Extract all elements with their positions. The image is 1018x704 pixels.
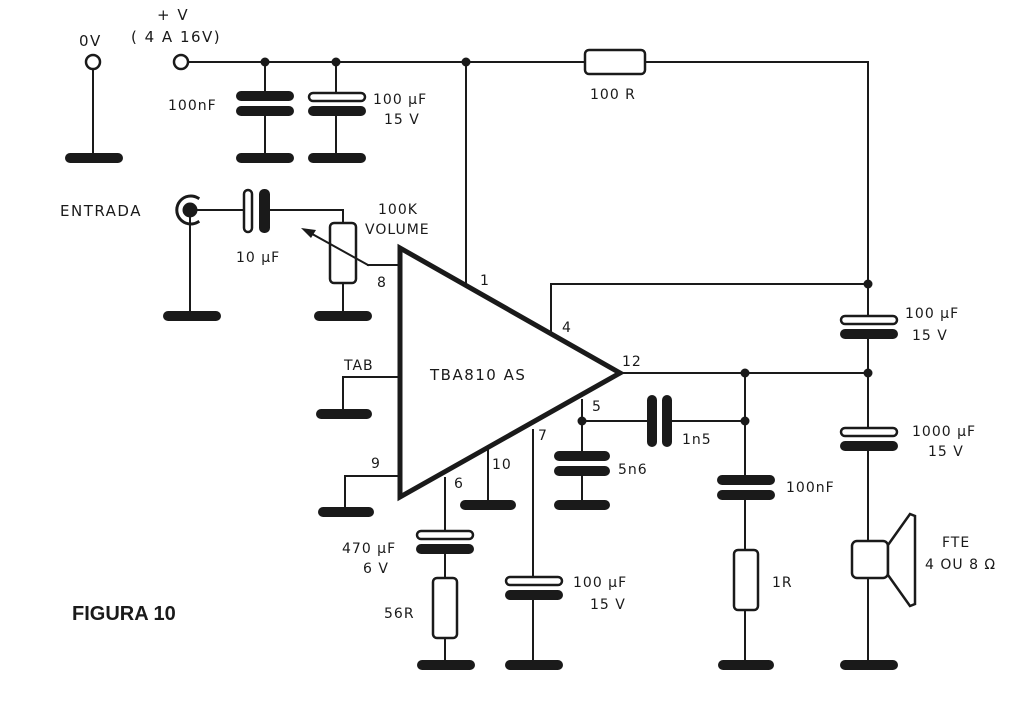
pin5-network	[554, 395, 750, 510]
output-cap-voltage: 15 V	[928, 444, 964, 460]
speaker-icon	[840, 512, 917, 670]
tab-ground	[316, 376, 401, 419]
speaker-label: FTE	[942, 535, 970, 551]
ground-terminal	[65, 53, 123, 163]
input-jack-label: ENTRADA	[60, 202, 142, 220]
supply-rating: ( 4 A 16V)	[131, 28, 221, 46]
supply-rail	[188, 61, 869, 283]
volume-pot-name: VOLUME	[365, 222, 430, 238]
input-coupling-cap-label: 10 µF	[236, 250, 280, 266]
pin4-wire	[550, 279, 873, 335]
pin6-network	[415, 477, 475, 670]
supply-terminal	[172, 53, 190, 71]
decoupling-cap-100uf-value: 100 µF	[373, 92, 427, 108]
decoupling-cap-100uf	[307, 57, 367, 163]
cap-1n5-label: 1n5	[682, 432, 712, 448]
pin-4-label: 4	[562, 320, 572, 336]
pin7-cap-voltage: 15 V	[590, 597, 626, 613]
fb-res-label: 56R	[384, 606, 415, 622]
fb-cap-voltage: 6 V	[363, 561, 389, 577]
input-coupling-cap	[196, 188, 344, 234]
resistor-100r-label: 100 R	[590, 87, 636, 103]
pin10-ground	[460, 449, 516, 510]
input-jack[interactable]	[163, 194, 221, 321]
pin7-cap-value: 100 µF	[573, 575, 627, 591]
output-cap	[839, 372, 899, 542]
decoupling-cap-100uf-voltage: 15 V	[384, 112, 420, 128]
pin-8-label: 8	[377, 275, 387, 291]
pin7-network	[504, 429, 564, 670]
ground-terminal-label: 0V	[79, 32, 102, 50]
decoupling-cap-100nf-label: 100nF	[168, 98, 217, 114]
bootstrap-cap-value: 100 µF	[905, 306, 959, 322]
tab-label: TAB	[343, 358, 374, 374]
output-wire	[619, 368, 873, 378]
wiper-arrow-icon	[301, 228, 316, 238]
resistor-100r	[583, 48, 647, 76]
pin-7-label: 7	[538, 428, 548, 444]
pin-6-label: 6	[454, 476, 464, 492]
supply-label: + V	[157, 6, 189, 24]
pin-1-label: 1	[480, 273, 490, 289]
volume-potentiometer[interactable]	[301, 221, 399, 321]
pin9-ground	[318, 475, 401, 517]
bootstrap-cap	[839, 283, 899, 374]
ic-tba810	[397, 243, 626, 502]
zobel-res-label: 1R	[772, 575, 793, 591]
pin-12-label: 12	[622, 354, 642, 370]
zobel-cap-label: 100nF	[786, 480, 835, 496]
decoupling-cap-100nf	[236, 57, 294, 163]
figure-caption: FIGURA 10	[72, 603, 176, 625]
bootstrap-cap-voltage: 15 V	[912, 328, 948, 344]
pin-10-label: 10	[492, 457, 512, 473]
pin-9-label: 9	[371, 456, 381, 472]
pin-5-label: 5	[592, 399, 602, 415]
fb-cap-value: 470 µF	[342, 541, 396, 557]
cap-5n6-label: 5n6	[618, 462, 648, 478]
zobel-network	[717, 372, 775, 670]
speaker-impedance: 4 OU 8 Ω	[925, 557, 996, 573]
ic-label: TBA810 AS	[429, 366, 526, 384]
output-cap-value: 1000 µF	[912, 424, 976, 440]
volume-pot-value: 100K	[378, 202, 418, 218]
